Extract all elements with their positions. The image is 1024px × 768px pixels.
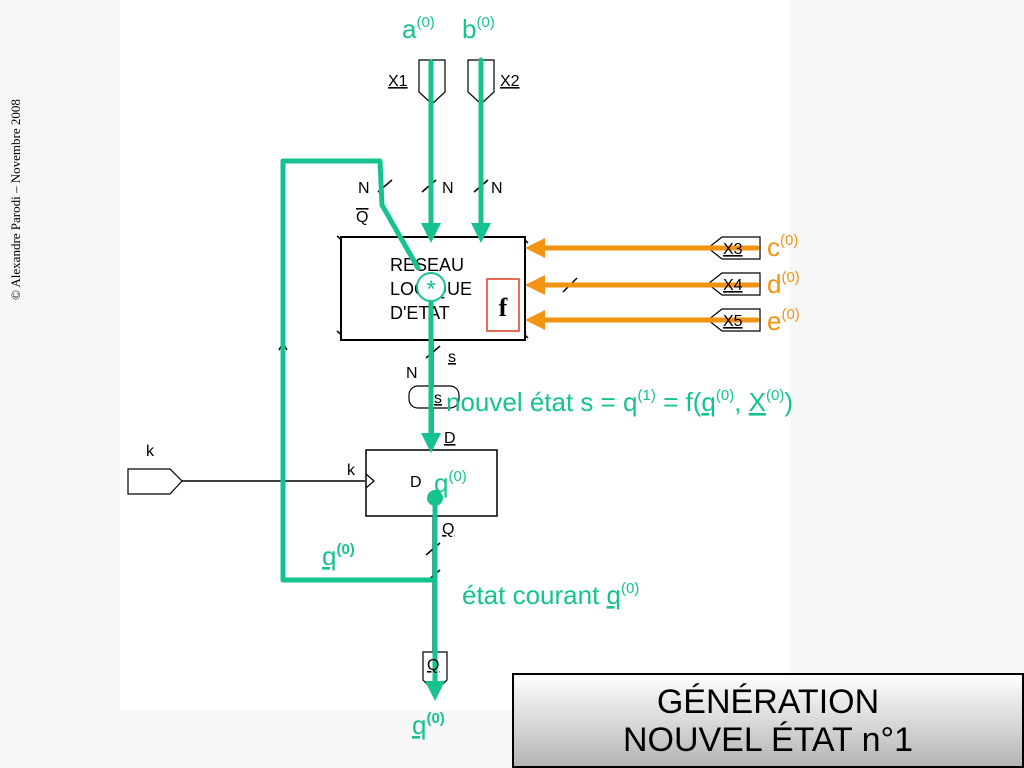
slide-title-box: GÉNÉRATION NOUVEL ÉTAT n°1: [512, 673, 1024, 768]
input-c-label: c(0): [767, 232, 798, 262]
combiner-node: [416, 272, 446, 302]
slide-title-line1: GÉNÉRATION: [656, 682, 880, 721]
q-port-label: Q: [427, 657, 439, 674]
port-x3-label: X3: [723, 241, 743, 258]
flipflop-q-output-label: Q: [442, 521, 454, 538]
current-state-inner-label: q(0): [434, 468, 467, 498]
state-dot: [427, 490, 443, 506]
port-x5-label: X5: [723, 313, 743, 330]
s-box-label: s: [434, 390, 442, 407]
logic-block-line3: D'ETAT: [390, 303, 450, 323]
feedback-loop-path: [280, 158, 421, 583]
input-d-label: d(0): [767, 269, 800, 299]
diagram-panel: [120, 0, 790, 710]
current-state-label: état courant q(0): [462, 580, 639, 610]
clock-triangle: [365, 473, 375, 489]
right-margin: [790, 0, 1024, 768]
bus-n2-label: N: [442, 180, 454, 197]
flipflop-block: [365, 449, 498, 517]
flipflop-d-inner-label: D: [410, 474, 422, 491]
bus-n1-label: N: [358, 180, 370, 197]
left-margin: [0, 0, 120, 768]
flipflop-d-input-label: D: [444, 430, 456, 447]
port-x2-label: X2: [500, 73, 520, 90]
port-k-shape: [127, 468, 183, 495]
output-q0-label: q(0): [412, 710, 445, 740]
function-f-box: [486, 278, 520, 332]
input-a-label: a(0): [402, 14, 435, 44]
port-x1-label: X1: [388, 73, 408, 90]
bus-n4-label: N: [406, 365, 418, 382]
input-e-label: e(0): [767, 306, 800, 336]
bus-s-label: s: [448, 349, 456, 366]
input-b-label: b(0): [462, 14, 495, 44]
new-state-equation: nouvel état s = q(1) = f(q(0), X(0)): [446, 387, 793, 417]
slide-title-line2: NOUVEL ÉTAT n°1: [622, 720, 914, 759]
function-f-label: f: [499, 293, 508, 322]
s-register-box: [408, 385, 460, 409]
combiner-star: *: [426, 276, 435, 303]
logic-block-line1: RESEAU: [390, 255, 464, 275]
feedback-q0-label: q(0): [322, 541, 355, 571]
bus-n3-label: N: [491, 180, 503, 197]
bus-q-label: Q: [356, 209, 368, 226]
port-x4-label: X4: [723, 277, 743, 294]
flipflop-k-label: k: [347, 462, 356, 479]
k-port-label: k: [146, 443, 155, 460]
